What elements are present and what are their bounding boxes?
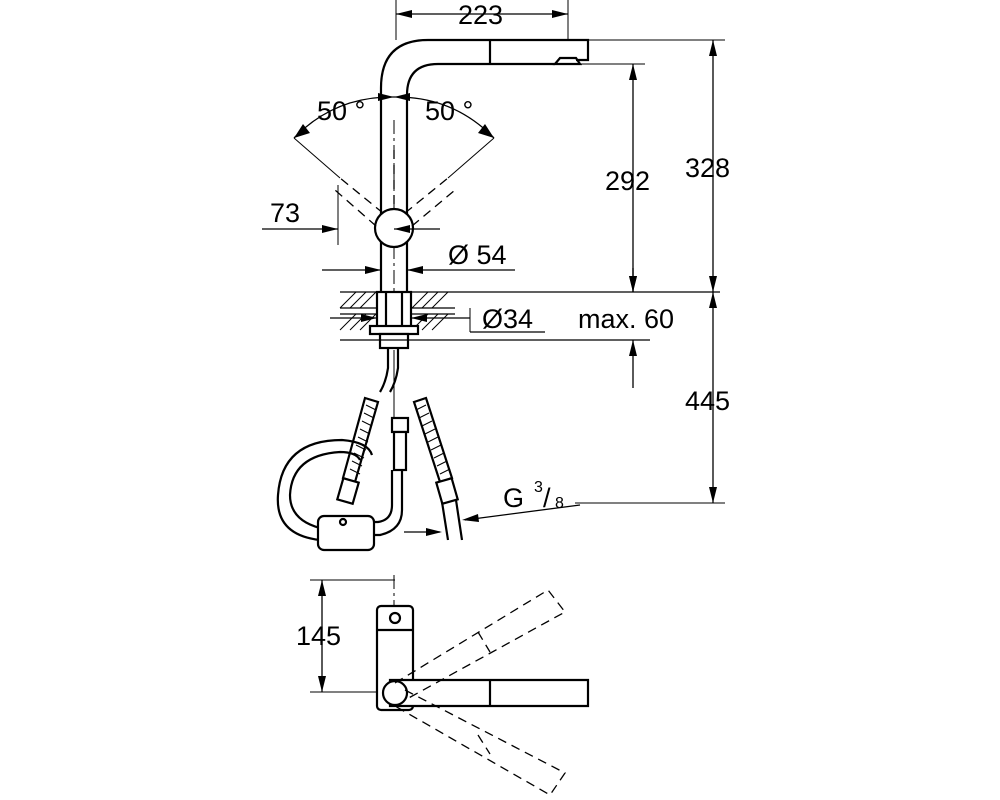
label-445: 445 <box>685 386 730 416</box>
countertop-hatch <box>339 291 449 309</box>
faucet-top-view: 145 <box>296 575 590 796</box>
label-thread-num: 3 <box>534 479 543 496</box>
mounting-plate <box>368 324 420 336</box>
dim-swivel-angle: 50 ° 50 ° <box>293 93 495 179</box>
dim-max-thickness: max. 60 <box>578 268 674 388</box>
dim-hose-length: 445 <box>575 292 730 504</box>
label-73: 73 <box>270 198 300 228</box>
label-223: 223 <box>458 0 503 30</box>
label-thread-slash: / <box>543 483 551 513</box>
label-diameter-34: Ø34 <box>482 304 533 334</box>
label-145: 145 <box>296 621 341 651</box>
hose-weight <box>316 514 376 552</box>
label-50-right: 50 ° <box>425 96 473 126</box>
dim-lever-offset: 73 <box>262 185 440 245</box>
label-max-60: max. 60 <box>578 304 674 334</box>
label-50-left: 50 ° <box>317 96 365 126</box>
label-diameter-54: Ø 54 <box>448 240 507 270</box>
supply-hoses <box>276 348 464 552</box>
countertop-section <box>339 290 720 350</box>
label-328: 328 <box>685 153 730 183</box>
lever-swing-right <box>404 177 456 227</box>
left-supply-hose <box>335 396 380 506</box>
label-thread-g: G <box>503 483 524 513</box>
lever-swing-left <box>334 177 384 227</box>
lever-knob <box>373 207 415 249</box>
label-292: 292 <box>605 166 650 196</box>
right-supply-hose <box>412 396 464 541</box>
dim-hole-diameter: Ø34 <box>330 304 545 334</box>
spray-hose-top <box>379 348 400 393</box>
dim-connection-thread: G 3 / 8 <box>404 479 581 536</box>
label-thread-den: 8 <box>555 495 564 512</box>
dim-body-diameter: Ø 54 <box>322 240 515 274</box>
top-view-swivel-down <box>394 689 566 796</box>
mounting-nut <box>378 332 410 350</box>
dim-projection: 223 <box>395 0 569 40</box>
dim-spout-height: 292 <box>580 63 650 292</box>
dim-total-height: 328 <box>588 39 730 292</box>
spray-hose-loop <box>276 438 404 542</box>
spray-outlet <box>552 56 583 66</box>
